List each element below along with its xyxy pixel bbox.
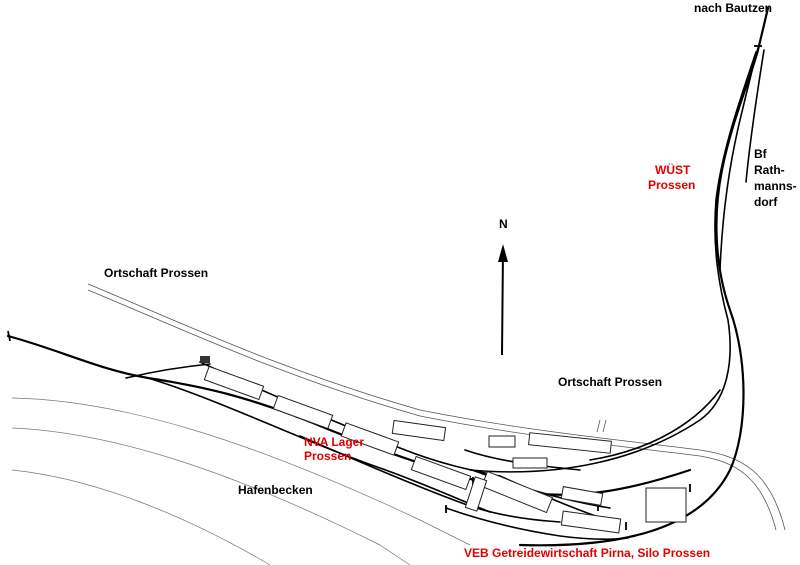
label-hafenbecken: Hafenbecken (238, 483, 313, 497)
label-ortschaft-prossen-right: Ortschaft Prossen (558, 375, 662, 389)
road-upper-1 (87, 283, 786, 531)
buffer-stop-west (7, 330, 11, 342)
label-bf-line-2: Rath- (754, 163, 785, 177)
label-veb-silo: VEB Getreidewirtschaft Pirna, Silo Pross… (464, 546, 710, 560)
track-east-curve-inner (469, 51, 757, 473)
label-bf-line-1: Bf (754, 147, 768, 161)
label-bf-rathmannsdorf: Bf Rath- manns- dorf (754, 147, 800, 209)
track-east-siding (589, 389, 721, 461)
building-nva-1 (203, 365, 265, 401)
label-nva-line-1: NVA Lager (304, 435, 364, 449)
building-village-1 (391, 419, 447, 442)
track-harbour-2 (445, 507, 629, 541)
track-east-curve-outer (518, 6, 770, 547)
label-bf-line-3: manns- (754, 179, 797, 193)
track-east-curve-mid (719, 47, 759, 271)
building-silo-annex (560, 486, 604, 506)
track-bf-rathmannsdorf (745, 49, 765, 183)
north-arrow-icon (498, 244, 508, 356)
label-bf-line-4: dorf (754, 195, 778, 209)
building-group (200, 356, 687, 534)
road-spur-2 (602, 419, 607, 433)
shoreline-3 (11, 469, 271, 565)
building-square (645, 487, 687, 523)
shoreline-1 (11, 397, 471, 546)
building-silo-low (560, 510, 622, 534)
buffer-stop-group (7, 45, 762, 530)
label-nva-line-2: Prossen (304, 449, 351, 463)
building-silo-hall (480, 470, 554, 514)
label-wuest-line-1: WÜST (655, 162, 691, 177)
shoreline-2 (11, 427, 411, 565)
label-wuest-prossen: WÜST Prossen (648, 162, 695, 192)
building-platform (464, 476, 488, 512)
label-nach-bautzen: nach Bautzen (694, 1, 772, 15)
label-wuest-line-2: Prossen (648, 178, 695, 192)
label-group: nach Bautzen Bf Rath- manns- dorf WÜST P… (104, 1, 800, 560)
building-shed (512, 457, 548, 469)
label-nva-lager: NVA Lager Prossen (304, 435, 367, 463)
building-nva-3 (340, 422, 400, 456)
track-west-line (6, 334, 692, 496)
building-signal-box (200, 356, 210, 363)
track-west-siding (125, 363, 211, 379)
road-spur (596, 419, 601, 433)
shoreline-group (11, 397, 471, 565)
building-nva-4 (410, 455, 472, 491)
building-village-2 (488, 435, 516, 448)
track-harbour-1 (299, 435, 561, 523)
building-nva-2 (272, 394, 334, 430)
label-ortschaft-prossen-top: Ortschaft Prossen (104, 266, 208, 280)
building-village-3 (528, 432, 612, 454)
label-north: N (499, 217, 508, 231)
